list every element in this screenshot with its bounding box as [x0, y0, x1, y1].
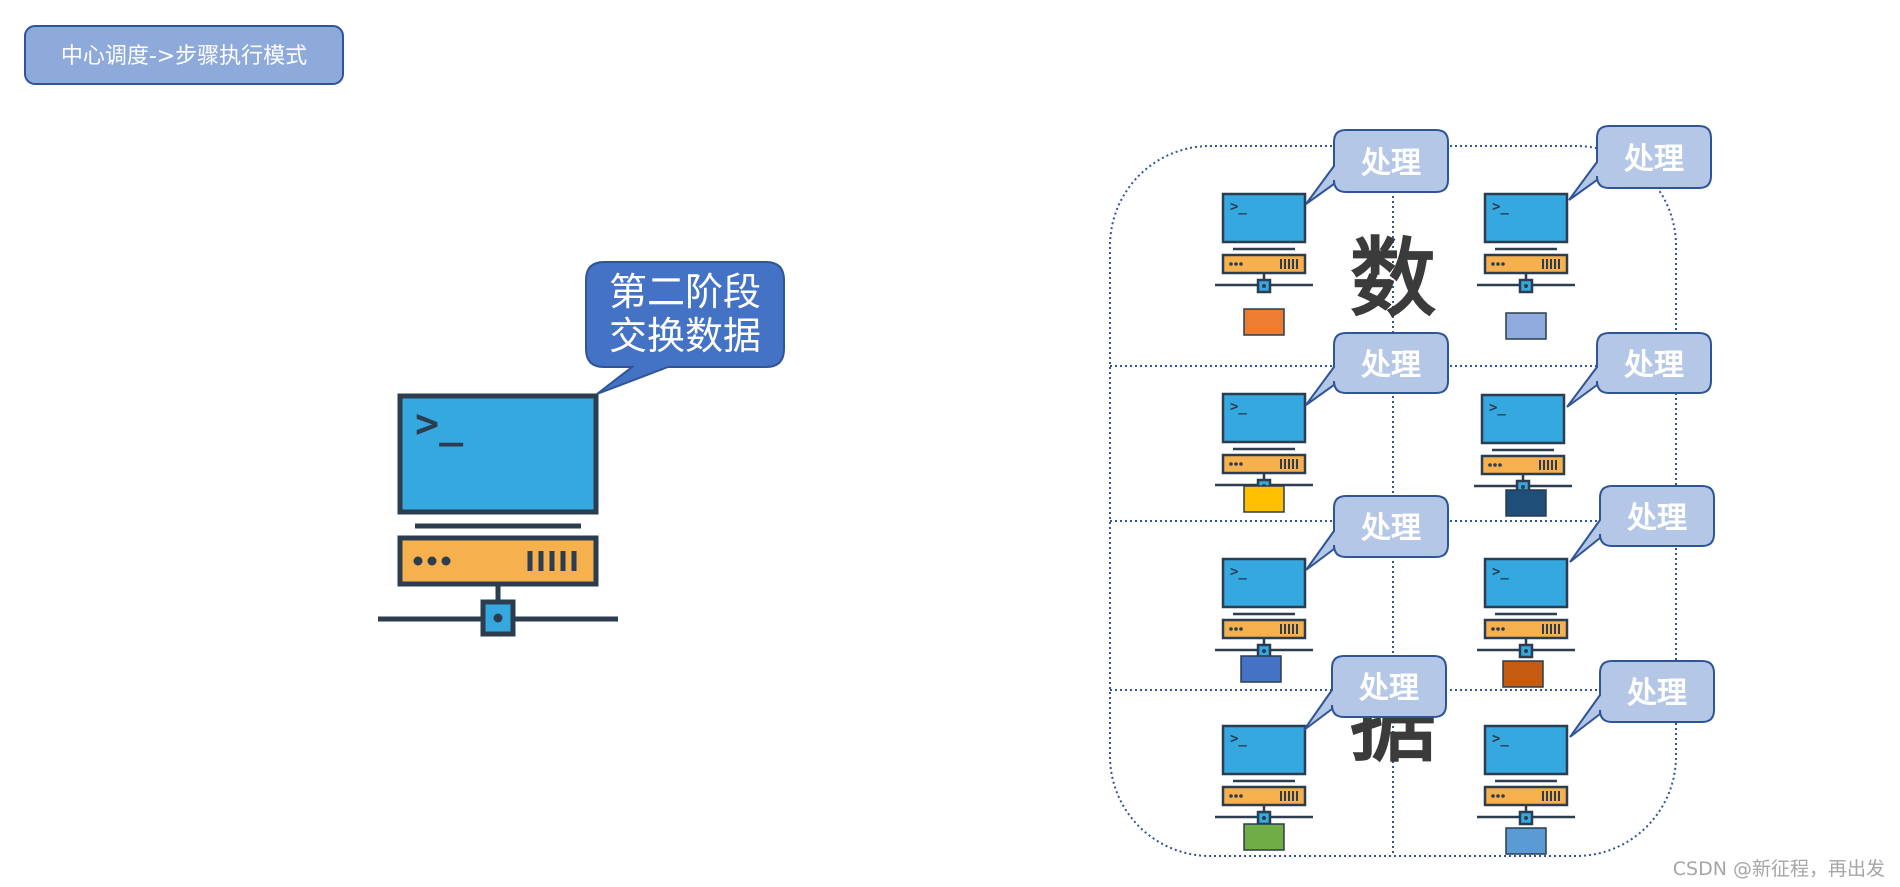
- data-block: [1502, 660, 1544, 688]
- process-label: 处理: [1358, 671, 1419, 706]
- process-label: 处理: [1360, 511, 1421, 546]
- worker-node-r1-left: [1213, 192, 1315, 336]
- computer-icon: [1472, 393, 1574, 495]
- process-callout-r1-right: 处理: [1568, 125, 1712, 201]
- process-label: 处理: [1360, 348, 1421, 383]
- data-block: [1505, 312, 1547, 340]
- computer-icon: [1213, 557, 1315, 659]
- worker-node-r1-right: [1475, 192, 1577, 340]
- process-label: 处理: [1623, 348, 1684, 383]
- process-label: 处理: [1623, 142, 1684, 177]
- watermark: CSDN @新征程，再出发: [1673, 858, 1885, 880]
- process-label: 处理: [1626, 676, 1687, 711]
- process-callout-r3-left: 处理: [1305, 495, 1449, 571]
- data-block: [1243, 823, 1285, 851]
- process-callout-r2-left: 处理: [1305, 332, 1449, 406]
- computer-icon: [1213, 724, 1315, 826]
- process-callout-r4-right: 处理: [1569, 660, 1715, 738]
- computer-icon: [1475, 192, 1577, 294]
- title-box-bg: [24, 25, 344, 85]
- computer-icon: [1213, 192, 1315, 294]
- process-callout-r4-left: 处理: [1303, 655, 1447, 731]
- worker-node-r2-right: [1472, 393, 1574, 517]
- process-callout-r2-right: 处理: [1566, 332, 1712, 408]
- worker-node-r4-right: [1475, 724, 1577, 855]
- data-block: [1505, 827, 1547, 855]
- worker-node-r3-left: [1213, 557, 1315, 683]
- computer-icon: [1475, 724, 1577, 826]
- stage-callout-line1: 第二阶段: [609, 270, 761, 314]
- stage-callout-bg: [585, 261, 785, 395]
- worker-node-r2-left: [1213, 392, 1315, 513]
- computer-icon: [1213, 392, 1315, 494]
- stage-callout: 第二阶段 交换数据: [585, 261, 785, 395]
- process-label: 处理: [1626, 501, 1687, 536]
- worker-node-r4-left: [1213, 724, 1315, 851]
- process-callout-r1-left: 处理: [1305, 129, 1449, 205]
- data-block: [1505, 489, 1547, 517]
- data-block: [1243, 485, 1285, 513]
- stage-callout-line2: 交换数据: [609, 314, 761, 358]
- process-label: 处理: [1360, 146, 1421, 181]
- worker-node-r3-right: [1475, 557, 1577, 688]
- title-text: 中心调度->步骤执行模式: [61, 44, 307, 69]
- process-callout-r3-right: 处理: [1569, 485, 1715, 563]
- data-block: [1243, 308, 1285, 336]
- data-char-top: 数: [1350, 228, 1436, 329]
- computer-icon: [1475, 557, 1577, 659]
- central-computer-icon: >_: [378, 393, 618, 637]
- data-block: [1240, 655, 1282, 683]
- svg-text:>_: >_: [415, 401, 464, 447]
- title-box: 中心调度->步骤执行模式: [24, 25, 344, 85]
